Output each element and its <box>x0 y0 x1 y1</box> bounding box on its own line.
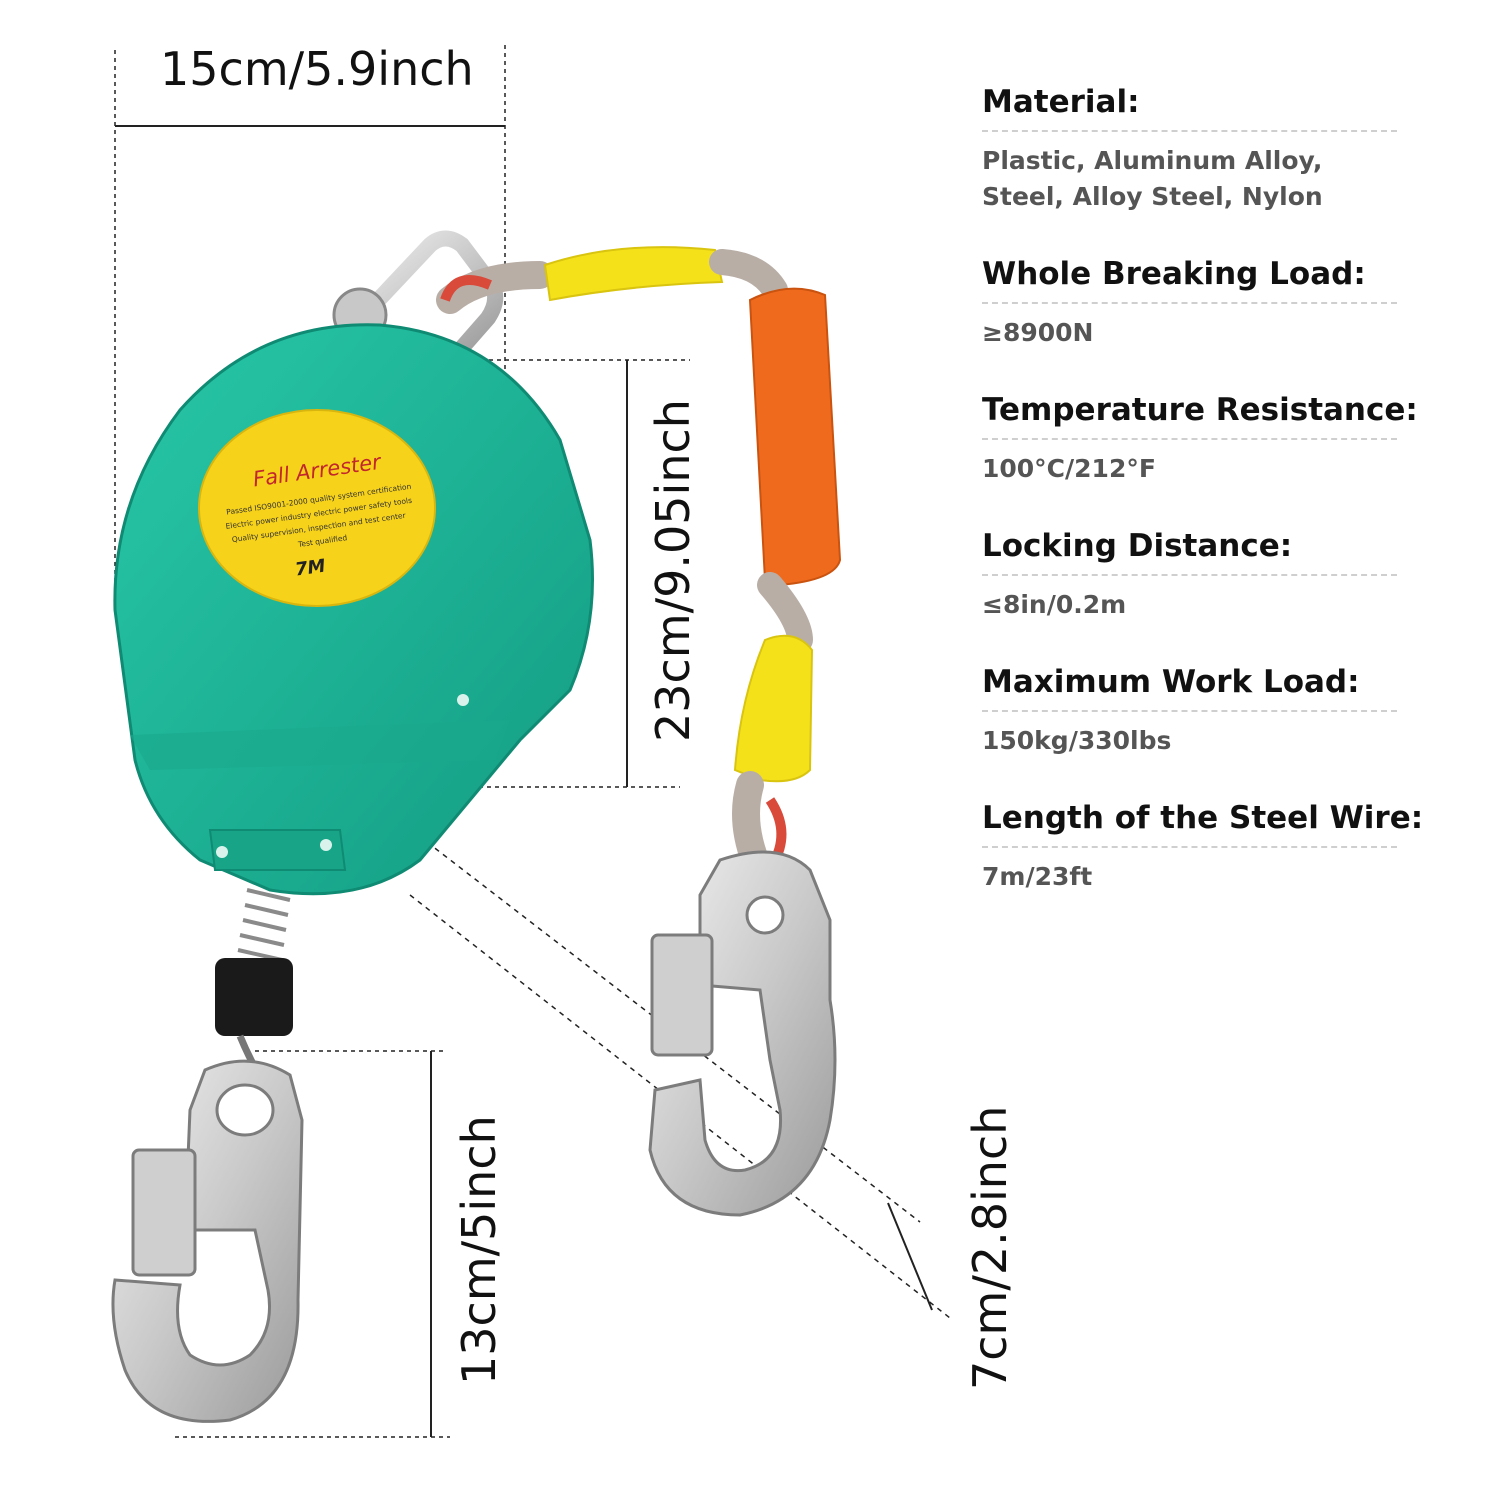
spec-value: 100°C/212°F <box>982 454 1156 483</box>
spec-label: Material: <box>982 82 1397 132</box>
spec-max-work-load: Maximum Work Load: 150kg/330lbs <box>982 662 1397 759</box>
height-dimension-label: 23cm/9.05inch <box>646 399 700 742</box>
fall-arrester-housing <box>113 323 594 896</box>
hook-length-dimension-label: 13cm/5inch <box>452 1115 506 1385</box>
sticker-length: 7M <box>294 555 327 580</box>
spec-label: Temperature Resistance: <box>982 390 1418 440</box>
spec-value: ≤8in/0.2m <box>982 590 1127 619</box>
spec-label: Maximum Work Load: <box>982 662 1397 712</box>
spec-value: ≥8900N <box>982 318 1094 347</box>
spec-material: Material: Plastic, Aluminum Alloy, Steel… <box>982 82 1397 215</box>
left-snap-hook <box>111 1059 304 1423</box>
spec-value: 7m/23ft <box>982 862 1093 891</box>
spec-label: Locking Distance: <box>982 526 1397 576</box>
spec-label: Length of the Steel Wire: <box>982 798 1423 848</box>
spec-wire-length: Length of the Steel Wire: 7m/23ft <box>982 798 1423 895</box>
right-snap-hook <box>648 850 837 1217</box>
spec-value: 150kg/330lbs <box>982 726 1172 755</box>
specification-list: Material: Plastic, Aluminum Alloy, Steel… <box>982 82 1423 934</box>
spec-breaking-load: Whole Breaking Load: ≥8900N <box>982 254 1397 351</box>
spec-locking-distance: Locking Distance: ≤8in/0.2m <box>982 526 1397 623</box>
spec-value: Plastic, Aluminum Alloy, Steel, Alloy St… <box>982 146 1323 211</box>
hook-width-dimension-label: 7cm/2.8inch <box>963 1105 1017 1390</box>
width-dimension-label: 15cm/5.9inch <box>160 42 474 96</box>
spec-label: Whole Breaking Load: <box>982 254 1397 304</box>
spec-temperature-resistance: Temperature Resistance: 100°C/212°F <box>982 390 1418 487</box>
webbing-lanyard <box>436 246 842 874</box>
